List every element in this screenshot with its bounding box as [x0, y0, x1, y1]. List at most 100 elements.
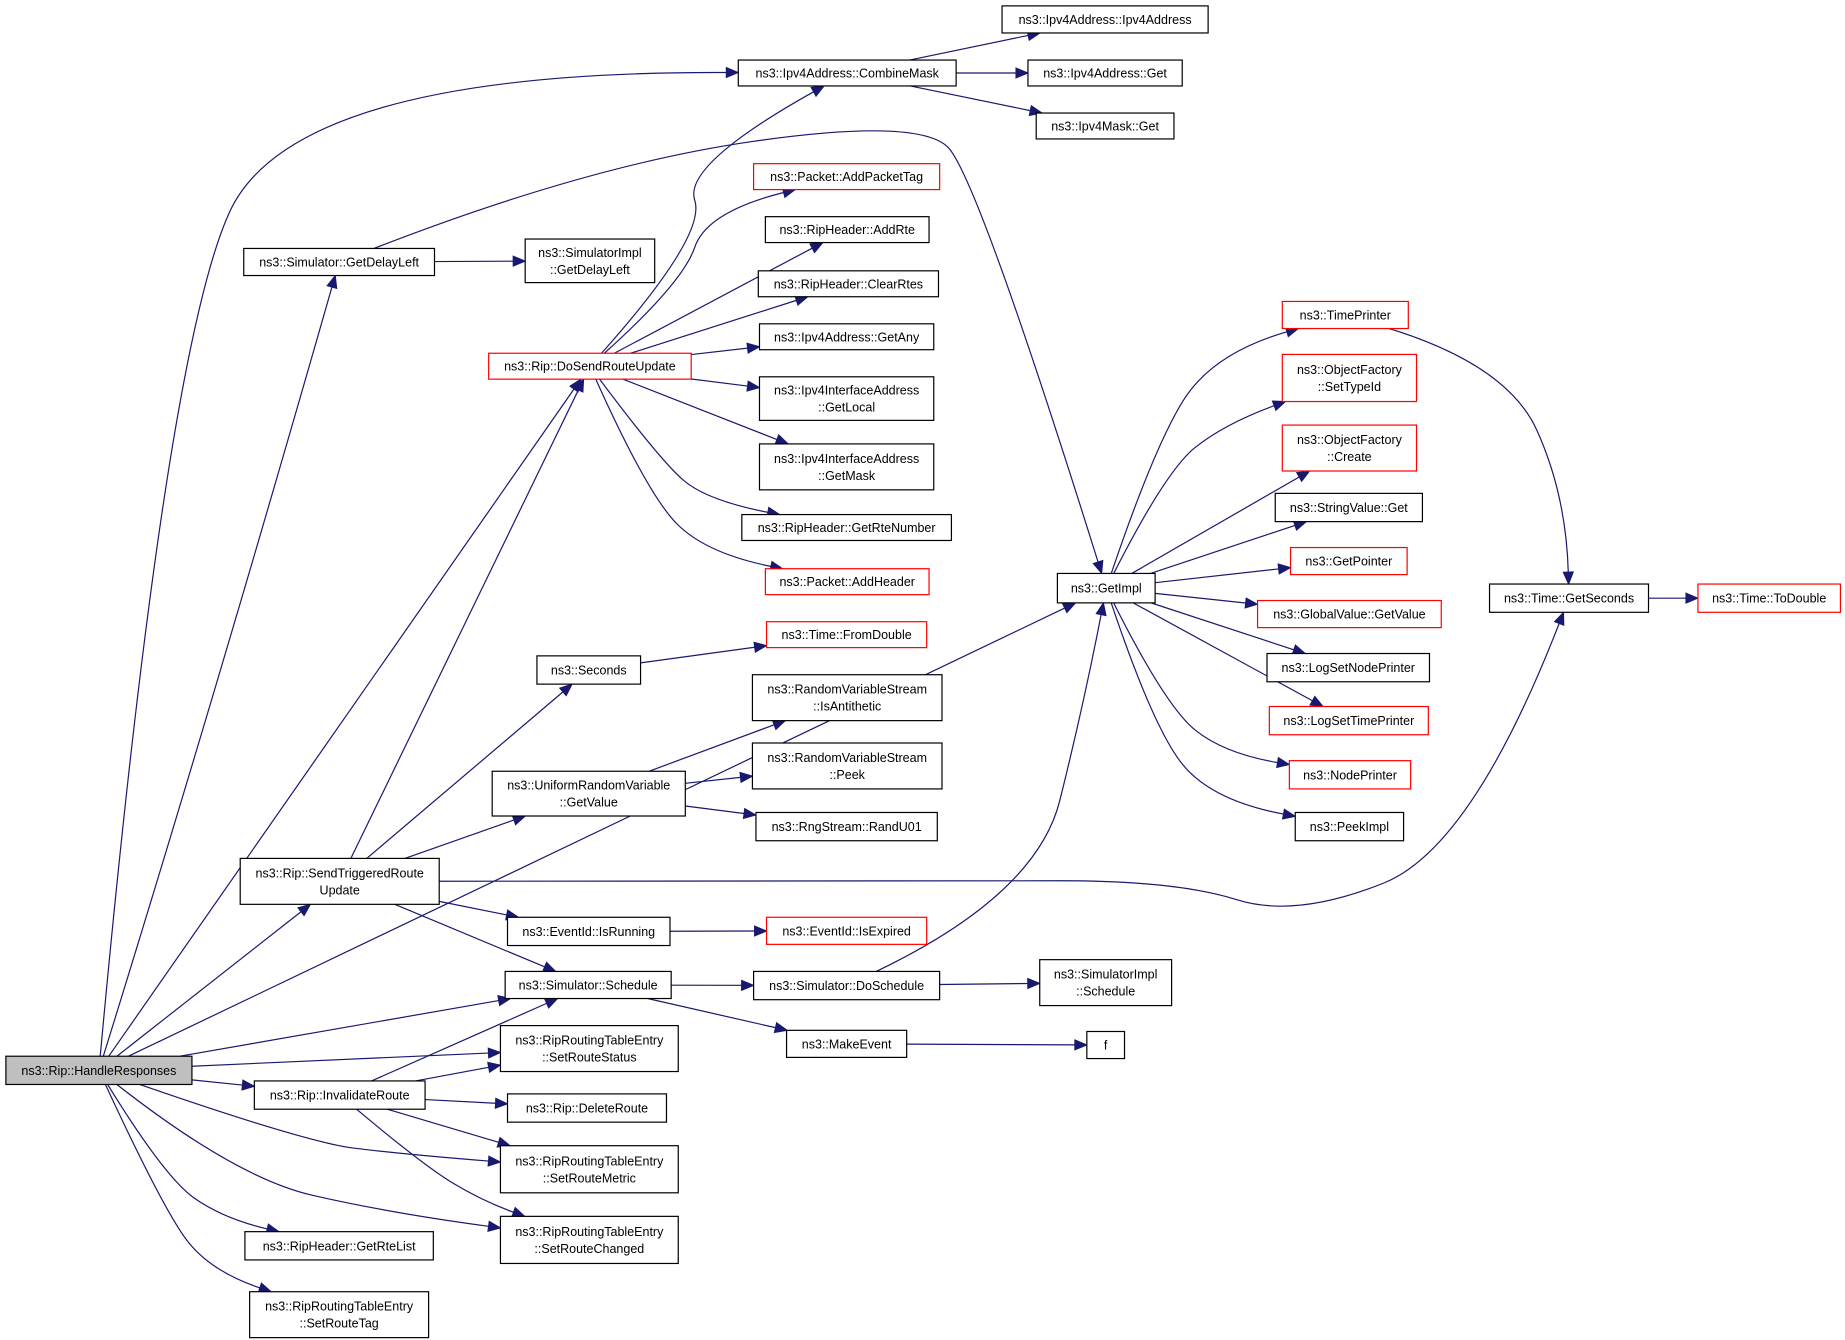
node-label: ::Create	[1327, 450, 1372, 464]
arrowhead-icon	[773, 1021, 789, 1034]
node-getdelayleft[interactable]: ns3::Simulator::GetDelayLeft	[243, 247, 436, 277]
node-addpackettag[interactable]: ns3::Packet::AddPacketTag	[752, 163, 941, 191]
node-ipv4addr_ctor[interactable]: ns3::Ipv4Address::Ipv4Address	[1001, 5, 1209, 34]
edge-combinemask-to-ipv4addr_ctor	[909, 29, 1042, 61]
node-time_getseconds[interactable]: ns3::Time::GetSeconds	[1488, 583, 1650, 613]
node-isantithetic[interactable]: ns3::RandomVariableStream::IsAntithetic	[751, 674, 943, 722]
node-of_settypeid[interactable]: ns3::ObjectFactory::SetTypeId	[1281, 353, 1418, 403]
node-addrte[interactable]: ns3::RipHeader::AddRte	[764, 216, 930, 244]
node-root[interactable]: ns3::Rip::HandleResponses	[5, 1055, 193, 1086]
nodes-layer: ns3::Rip::HandleResponses ns3::Ipv4Addres…	[5, 5, 1842, 1339]
node-nodeprinter[interactable]: ns3::NodePrinter	[1288, 760, 1412, 790]
edge-invalidateroute-to-setroutestatus	[415, 1061, 502, 1082]
edge-line	[373, 130, 1099, 563]
edge-line	[614, 247, 813, 354]
node-label: ns3::StringValue::Get	[1290, 501, 1408, 515]
node-seconds[interactable]: ns3::Seconds	[536, 655, 642, 685]
node-setroutetag[interactable]: ns3::RipRoutingTableEntry::SetRouteTag	[249, 1291, 430, 1339]
node-simimpl_getdelayleft[interactable]: ns3::SimulatorImpl::GetDelayLeft	[524, 238, 656, 284]
node-getrtelist[interactable]: ns3::RipHeader::GetRteList	[244, 1231, 434, 1261]
edge-time_getseconds-to-todouble	[1648, 592, 1700, 604]
node-fromdouble[interactable]: ns3::Time::FromDouble	[765, 621, 928, 649]
edge-sendtriggered-to-dosendrouteupdate	[350, 377, 585, 859]
node-urv_getvalue[interactable]: ns3::UniformRandomVariable::GetValue	[491, 770, 686, 817]
node-label: ns3::Ipv4Mask::Get	[1051, 119, 1159, 133]
edge-root-to-setroutestatus	[191, 1047, 502, 1067]
arrowhead-icon	[771, 719, 787, 731]
edge-line	[116, 911, 302, 1057]
node-box	[499, 1215, 679, 1265]
node-label: ns3::Rip::InvalidateRoute	[270, 1089, 410, 1103]
edge-line	[622, 378, 778, 441]
node-deleteroute[interactable]: ns3::Rip::DeleteRoute	[506, 1093, 668, 1123]
edge-schedule-to-makeevent	[647, 997, 789, 1034]
node-getany[interactable]: ns3::Ipv4Address::GetAny	[758, 323, 935, 351]
node-ipv4mask_get[interactable]: ns3::Ipv4Mask::Get	[1035, 112, 1175, 140]
node-box	[785, 1029, 908, 1058]
node-label: ns3::Packet::AddPacketTag	[770, 170, 923, 184]
node-addheader[interactable]: ns3::Packet::AddHeader	[764, 568, 930, 596]
node-logsetnodeprinter[interactable]: ns3::LogSetNodePrinter	[1266, 652, 1431, 683]
edge-getimpl-to-logsettimeprinter	[1132, 602, 1325, 708]
arrowhead-icon	[1295, 470, 1311, 483]
node-setroutemetric[interactable]: ns3::RipRoutingTableEntry::SetRouteMetri…	[499, 1145, 679, 1194]
node-getrtenumber[interactable]: ns3::RipHeader::GetRteNumber	[741, 513, 953, 542]
edge-getimpl-to-nodeprinter	[1113, 602, 1291, 769]
node-box	[1027, 59, 1183, 87]
arrowhead-icon	[1276, 756, 1291, 769]
node-getlocal[interactable]: ns3::Ipv4InterfaceAddress::GetLocal	[758, 376, 935, 421]
node-getmask[interactable]: ns3::Ipv4InterfaceAddress::GetMask	[758, 443, 935, 491]
node-label: ns3::Rip::HandleResponses	[21, 1064, 176, 1078]
arrowhead-icon	[746, 380, 761, 392]
node-box	[758, 376, 935, 421]
edge-line	[648, 724, 775, 772]
node-box	[751, 674, 943, 722]
arrowhead-icon	[1309, 695, 1325, 708]
node-box	[1288, 760, 1412, 790]
node-box	[488, 352, 692, 380]
node-stringvalue_get[interactable]: ns3::StringValue::Get	[1274, 492, 1424, 523]
arrowhead-icon	[487, 1155, 502, 1167]
node-globalvalue_getvalue[interactable]: ns3::GlobalValue::GetValue	[1256, 599, 1442, 629]
edge-schedule-to-doschedule	[671, 979, 755, 992]
node-setroutechanged[interactable]: ns3::RipRoutingTableEntry::SetRouteChang…	[499, 1215, 679, 1265]
node-isrunning[interactable]: ns3::EventId::IsRunning	[506, 916, 671, 947]
node-dosendrouteupdate[interactable]: ns3::Rip::DoSendRouteUpdate	[488, 352, 692, 380]
node-makeevent[interactable]: ns3::MakeEvent	[785, 1029, 908, 1058]
node-box	[764, 216, 930, 244]
arrowhead-icon	[1015, 67, 1030, 79]
node-box	[491, 770, 686, 817]
node-box	[506, 916, 671, 947]
node-f[interactable]: f	[1086, 1030, 1126, 1060]
node-box	[1256, 599, 1442, 629]
node-randu01[interactable]: ns3::RngStream::RandU01	[755, 811, 938, 842]
node-clearrtes[interactable]: ns3::RipHeader::ClearRtes	[757, 270, 940, 298]
node-label: ns3::RipHeader::ClearRtes	[774, 277, 923, 291]
node-box	[239, 857, 440, 905]
node-label: ns3::Time::ToDouble	[1712, 592, 1826, 606]
node-combinemask[interactable]: ns3::Ipv4Address::CombineMask	[737, 59, 957, 87]
node-isexpired[interactable]: ns3::EventId::IsExpired	[765, 916, 928, 945]
node-setroutestatus[interactable]: ns3::RipRoutingTableEntry::SetRouteStatu…	[499, 1025, 679, 1073]
node-getimpl[interactable]: ns3::GetImpl	[1056, 572, 1156, 604]
node-label: ns3::Packet::AddHeader	[779, 575, 915, 589]
node-schedule[interactable]: ns3::Simulator::Schedule	[504, 970, 672, 1000]
node-label: ns3::Ipv4InterfaceAddress	[774, 384, 919, 398]
node-box	[1289, 546, 1408, 576]
node-of_create[interactable]: ns3::ObjectFactory::Create	[1281, 424, 1418, 472]
node-logsettimeprinter[interactable]: ns3::LogSetTimePrinter	[1268, 705, 1429, 736]
edge-combinemask-to-ipv4addr_get	[956, 67, 1030, 79]
node-box	[1281, 424, 1418, 472]
node-peekimpl[interactable]: ns3::PeekImpl	[1294, 811, 1405, 842]
node-invalidateroute[interactable]: ns3::Rip::InvalidateRoute	[253, 1080, 426, 1110]
node-simimpl_schedule[interactable]: ns3::SimulatorImpl::Schedule	[1039, 959, 1173, 1007]
node-ipv4addr_get[interactable]: ns3::Ipv4Address::Get	[1027, 59, 1183, 87]
node-timeprinter[interactable]: ns3::TimePrinter	[1281, 300, 1409, 330]
node-todouble[interactable]: ns3::Time::ToDouble	[1697, 583, 1842, 613]
node-doschedule[interactable]: ns3::Simulator::DoSchedule	[752, 970, 941, 1001]
node-getpointer[interactable]: ns3::GetPointer	[1289, 546, 1408, 576]
arrowhead-icon	[1281, 808, 1297, 820]
node-label: ns3::Time::GetSeconds	[1504, 592, 1634, 606]
node-peek[interactable]: ns3::RandomVariableStream::Peek	[751, 742, 943, 790]
